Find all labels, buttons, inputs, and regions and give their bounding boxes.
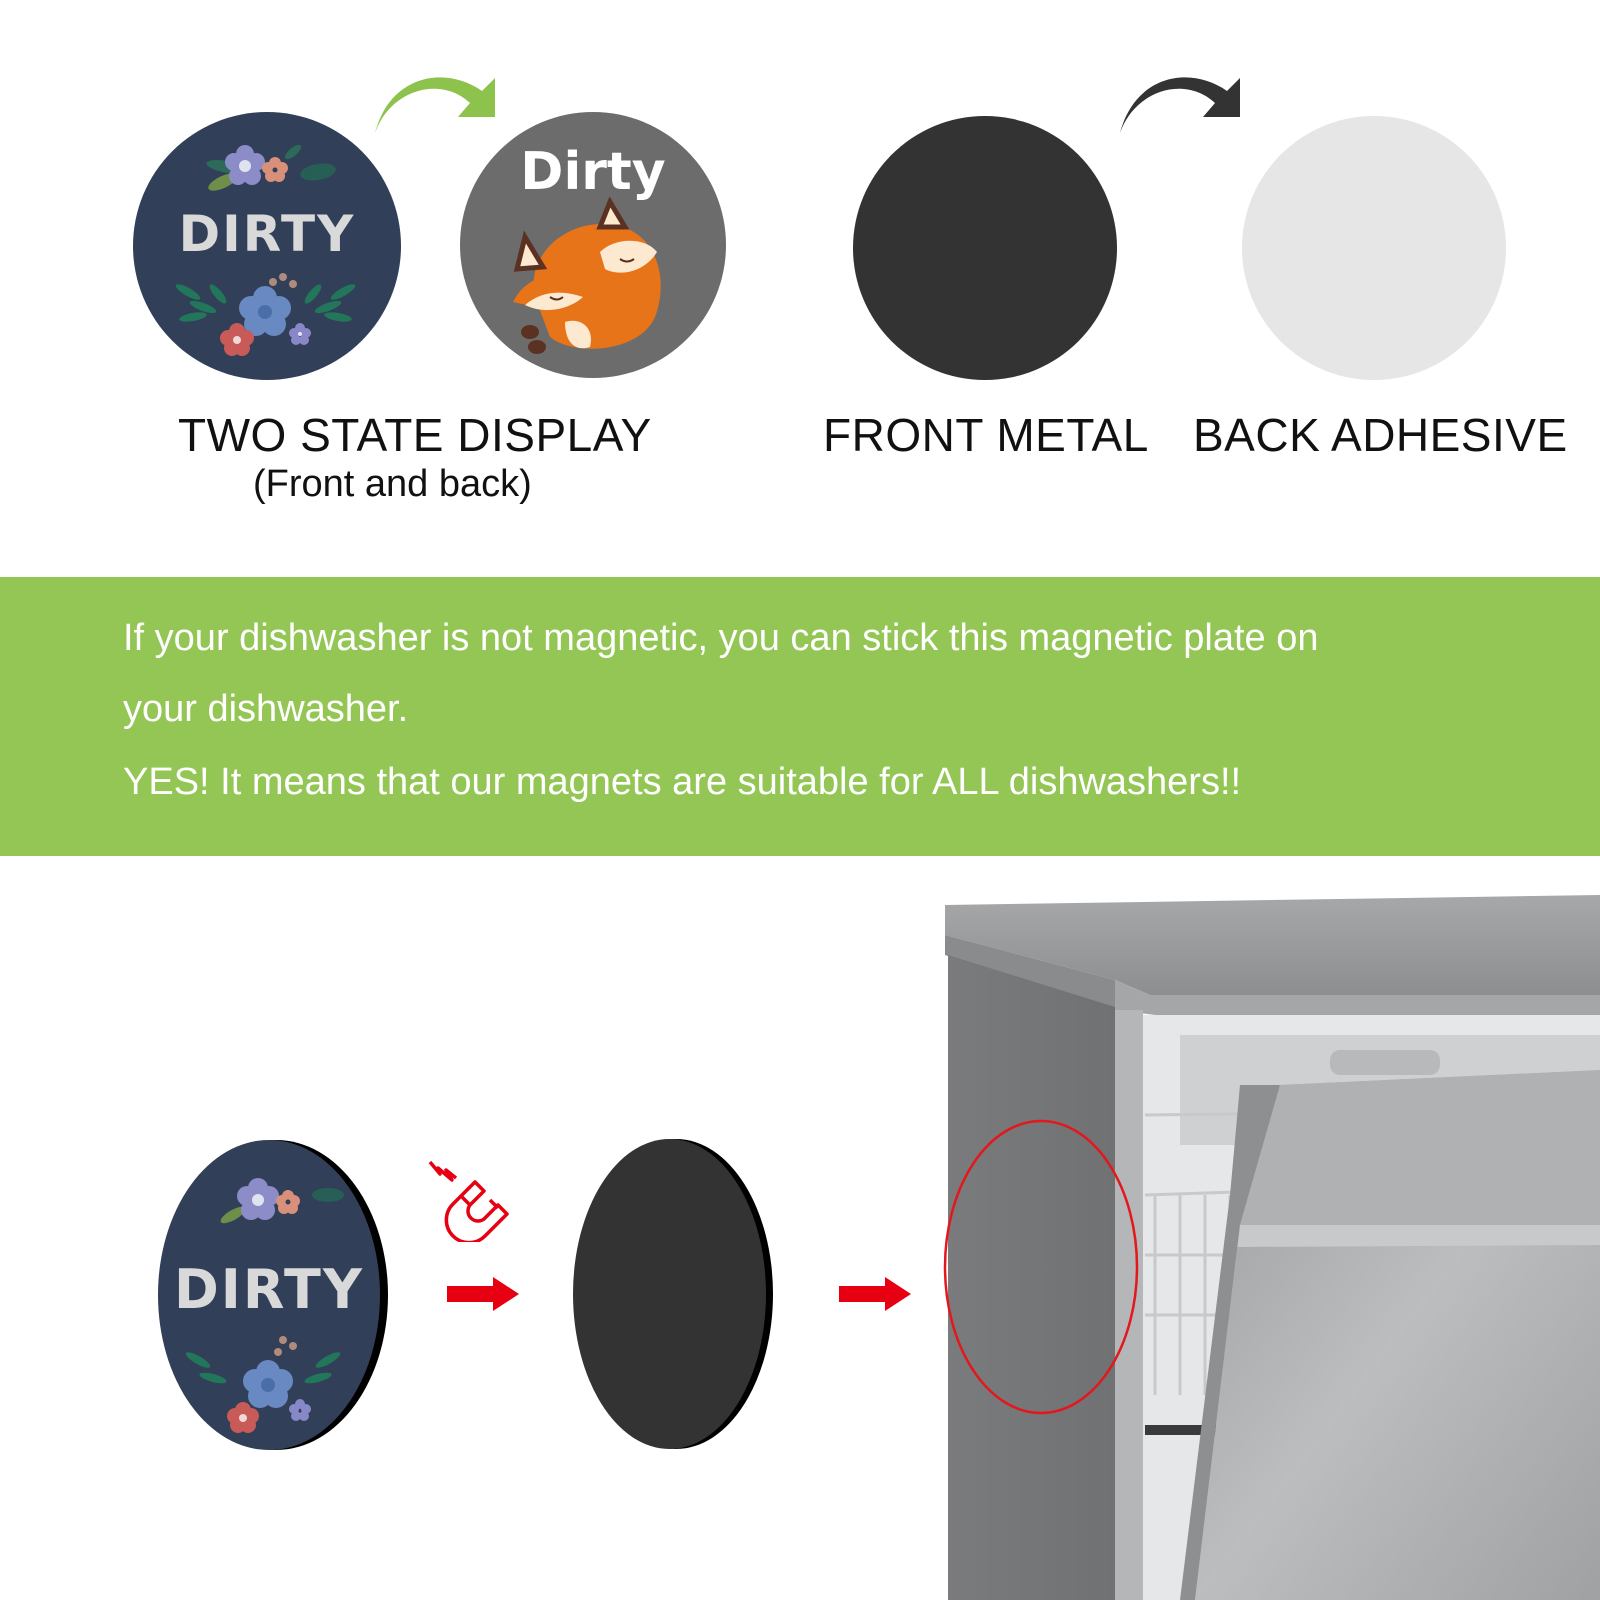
front-disc-label: DIRTY <box>178 205 356 263</box>
floral-decoration-icon <box>175 144 356 356</box>
info-line-2: your dishwasher. <box>123 688 409 730</box>
flip-arrow-dark-icon <box>1120 77 1240 133</box>
info-line-1: If your dishwasher is not magnetic, you … <box>123 617 1319 659</box>
back-adhesive-caption: BACK ADHESIVE <box>1193 409 1568 461</box>
back-dirty-disc: Dirty <box>460 112 726 378</box>
floral-decoration-icon <box>185 1178 344 1433</box>
magnet-disc-label: DIRTY <box>173 1258 364 1321</box>
front-dirty-disc: DIRTY <box>133 112 401 380</box>
magnet-icon <box>428 1160 509 1242</box>
info-line-3: YES! It means that our magnets are suita… <box>123 761 1242 803</box>
two-state-caption: TWO STATE DISPLAY <box>178 409 652 461</box>
two-state-subcaption: (Front and back) <box>253 463 532 505</box>
dishwasher-illustration <box>943 895 1600 1600</box>
magnet-disc: DIRTY <box>158 1140 388 1450</box>
front-metal-caption: FRONT METAL <box>823 409 1149 461</box>
metal-plate-disc <box>573 1139 773 1449</box>
back-disc-label: Dirty <box>520 142 666 202</box>
right-arrow-icon <box>839 1277 911 1311</box>
flip-arrow-icon <box>375 77 495 133</box>
sleeping-fox-icon <box>513 197 661 354</box>
info-band: If your dishwasher is not magnetic, you … <box>0 577 1600 856</box>
front-metal-disc <box>853 116 1117 380</box>
mount-location-highlight <box>943 1119 1139 1415</box>
right-arrow-icon <box>447 1277 519 1311</box>
back-adhesive-disc <box>1242 116 1506 380</box>
